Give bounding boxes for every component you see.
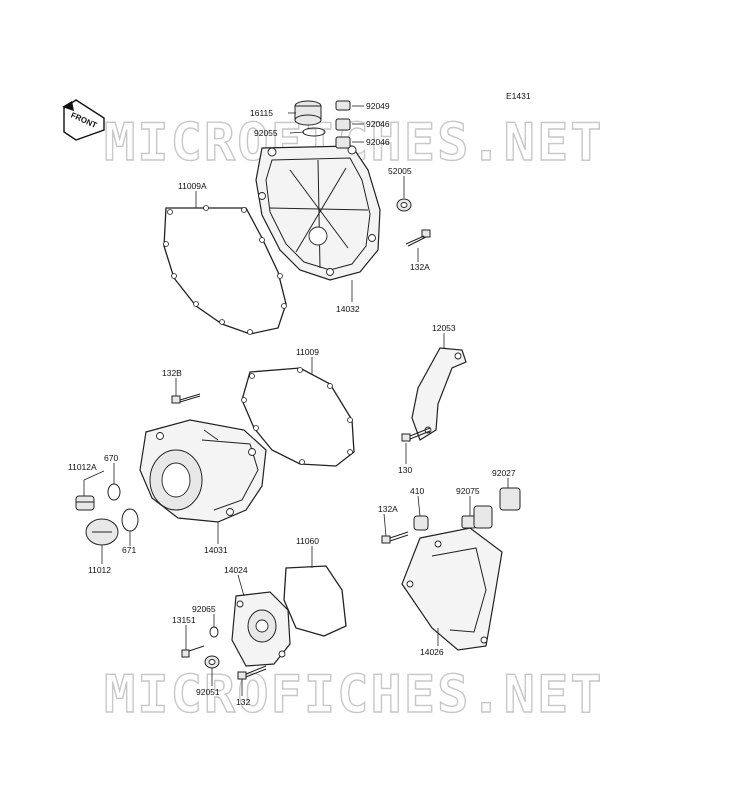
watermark-bottom: MICROFICHES.NET (104, 665, 604, 725)
label-11009A: 11009A (178, 181, 207, 191)
seal-52005 (396, 198, 412, 212)
label-671: 671 (122, 545, 136, 555)
label-11009: 11009 (296, 347, 319, 357)
bolt-132A-top (405, 229, 431, 247)
label-410: 410 (410, 486, 424, 496)
label-92046-a: 92046 (366, 119, 390, 129)
label-132: 132 (236, 697, 250, 707)
diagram-code: E1431 (506, 91, 531, 101)
plug-11012 (85, 518, 119, 546)
pump-cover-14024 (231, 591, 291, 667)
plug-92046-b (335, 136, 351, 149)
label-11060: 11060 (296, 536, 319, 546)
label-132A-lower: 132A (378, 504, 398, 514)
gasket-11060 (283, 565, 347, 637)
label-92051: 92051 (196, 687, 220, 697)
o-ring-670 (107, 483, 121, 501)
label-11012: 11012 (88, 565, 111, 575)
plug-92046-a (335, 118, 351, 131)
plug-11012A (75, 495, 95, 511)
leader-lines (83, 105, 509, 696)
label-92065: 92065 (192, 604, 216, 614)
label-92055: 92055 (254, 128, 278, 138)
label-11012A: 11012A (68, 462, 97, 472)
label-92075: 92075 (456, 486, 480, 496)
bolt-132B (171, 393, 201, 404)
collar-92027 (499, 487, 521, 511)
label-14031: 14031 (204, 545, 228, 555)
pin-13151 (181, 645, 205, 658)
label-92049: 92049 (366, 101, 390, 111)
label-12053: 12053 (432, 323, 456, 333)
label-130: 130 (398, 465, 412, 475)
label-670: 670 (104, 453, 118, 463)
seal-92051 (204, 655, 220, 669)
washer-92065 (209, 626, 219, 638)
o-ring-671 (121, 508, 139, 532)
label-92046-b: 92046 (366, 137, 390, 147)
label-92027: 92027 (492, 468, 516, 478)
label-13151: 13151 (172, 615, 196, 625)
label-132B: 132B (162, 368, 182, 378)
spacer-410 (413, 515, 429, 531)
gasket-11009-holes (241, 367, 353, 465)
label-14026: 14026 (420, 647, 444, 657)
gasket-11009A (163, 207, 287, 335)
label-16115: 16115 (250, 108, 273, 118)
collar-92075 (461, 505, 493, 529)
label-14024: 14024 (224, 565, 248, 575)
chain-guide-12053 (411, 347, 467, 441)
generator-cover-14031 (139, 419, 267, 523)
oil-filler-cap-16115 (294, 100, 322, 126)
plug-92049 (335, 100, 351, 111)
label-132A-top: 132A (410, 262, 430, 272)
sprocket-cover-14026 (401, 527, 503, 651)
front-arrow-icon: FRONT (62, 99, 105, 141)
gasket-11009 (241, 367, 355, 467)
label-52005: 52005 (388, 166, 412, 176)
label-14032: 14032 (336, 304, 360, 314)
gasket-11009A-holes (163, 205, 287, 335)
bolt-130 (401, 427, 431, 442)
clutch-cover-14032 (255, 145, 381, 281)
